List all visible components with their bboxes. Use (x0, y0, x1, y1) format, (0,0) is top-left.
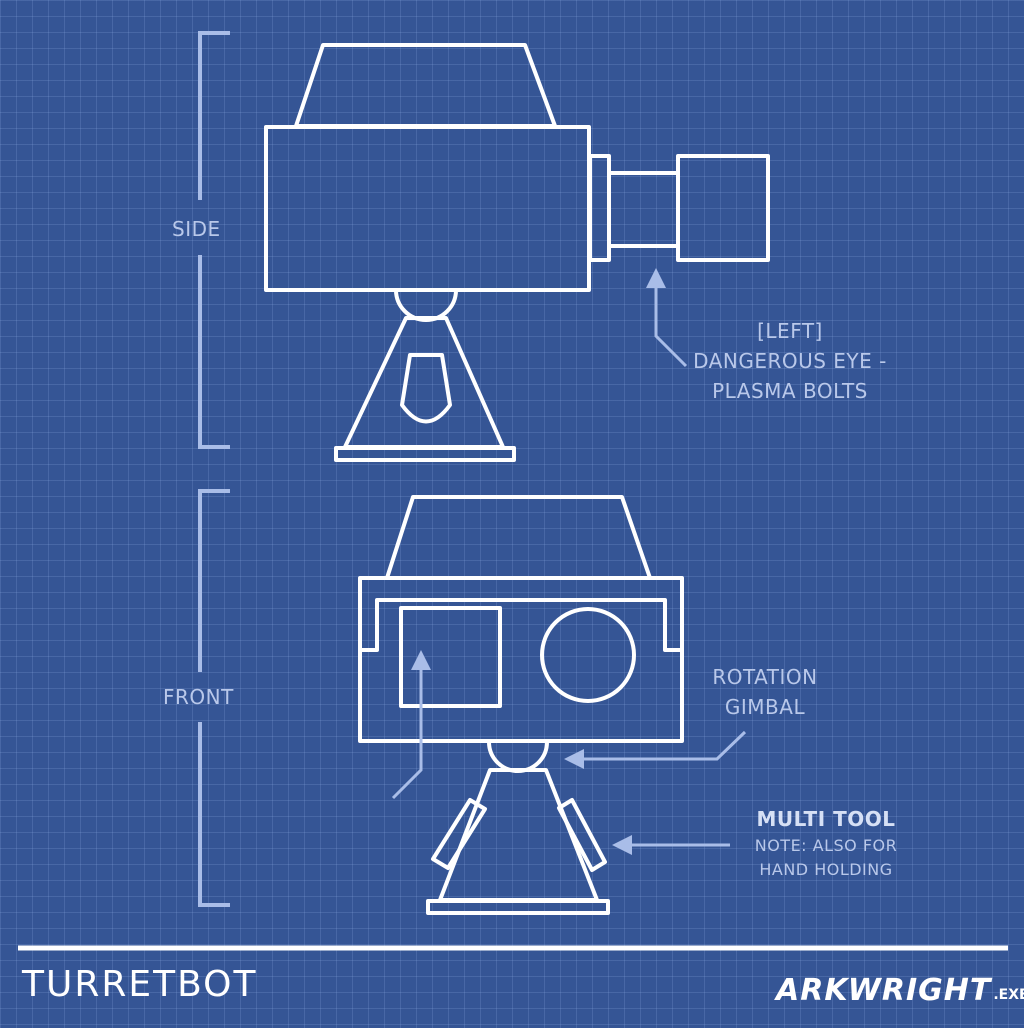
gimbal-callout-arrow (564, 730, 747, 769)
front-sensor-panel (399, 606, 502, 708)
gimbal-callout-text: ROTATION GIMBAL (690, 662, 840, 722)
eye-callout-text: [LEFT] DANGEROUS EYE - PLASMA BOLTS (690, 316, 890, 406)
multi-tool-note-line1: NOTE: ALSO FOR (754, 836, 898, 855)
side-eye-barrel (607, 171, 680, 248)
side-eye-connector (588, 154, 611, 262)
front-faceplate-rim (360, 598, 682, 652)
side-stand (343, 316, 505, 449)
multi-tool-note-line2: HAND HOLDING (759, 860, 893, 879)
front-top-cap (385, 495, 652, 580)
side-view-label: SIDE (172, 217, 221, 241)
brand-logo: ARKWRIGHT .EXE (770, 966, 1024, 1014)
gimbal-callout-line1: ROTATION (712, 665, 818, 689)
side-neck-joint (394, 289, 458, 322)
brand-name: ARKWRIGHT (776, 972, 992, 1008)
sensor-callout-arrow (391, 650, 431, 800)
multi-tool-callout-arrow (612, 835, 730, 855)
multi-tool-callout-text: MULTI TOOL NOTE: ALSO FOR HAND HOLDING (746, 804, 906, 882)
front-neck-joint (487, 741, 549, 773)
side-view-turret (264, 43, 770, 462)
multi-tool-title: MULTI TOOL (756, 807, 896, 831)
side-body (264, 125, 591, 292)
front-view-turret (358, 495, 684, 915)
eye-callout-line2: DANGEROUS EYE - (693, 349, 887, 373)
eye-callout-line1: [LEFT] (757, 319, 823, 343)
front-eye-lens (540, 607, 636, 703)
front-base-plate (426, 899, 610, 915)
gimbal-callout-line2: GIMBAL (724, 695, 806, 719)
side-eye-lens-housing (676, 154, 770, 262)
side-view-bracket (198, 31, 230, 449)
brand-ext: .EXE (993, 987, 1024, 1003)
front-body (358, 576, 684, 743)
side-base-plate (334, 446, 516, 462)
page-title: TURRETBOT (22, 964, 258, 1005)
side-stand-slot (400, 353, 452, 424)
eye-callout-line3: PLASMA BOLTS (712, 379, 868, 403)
side-top-cap (294, 43, 557, 128)
front-view-bracket (198, 489, 230, 907)
front-multi-tool-right (557, 798, 607, 872)
front-multi-tool-left (431, 798, 487, 870)
eye-callout-arrow (646, 268, 688, 368)
front-view-label: FRONT (163, 685, 234, 709)
